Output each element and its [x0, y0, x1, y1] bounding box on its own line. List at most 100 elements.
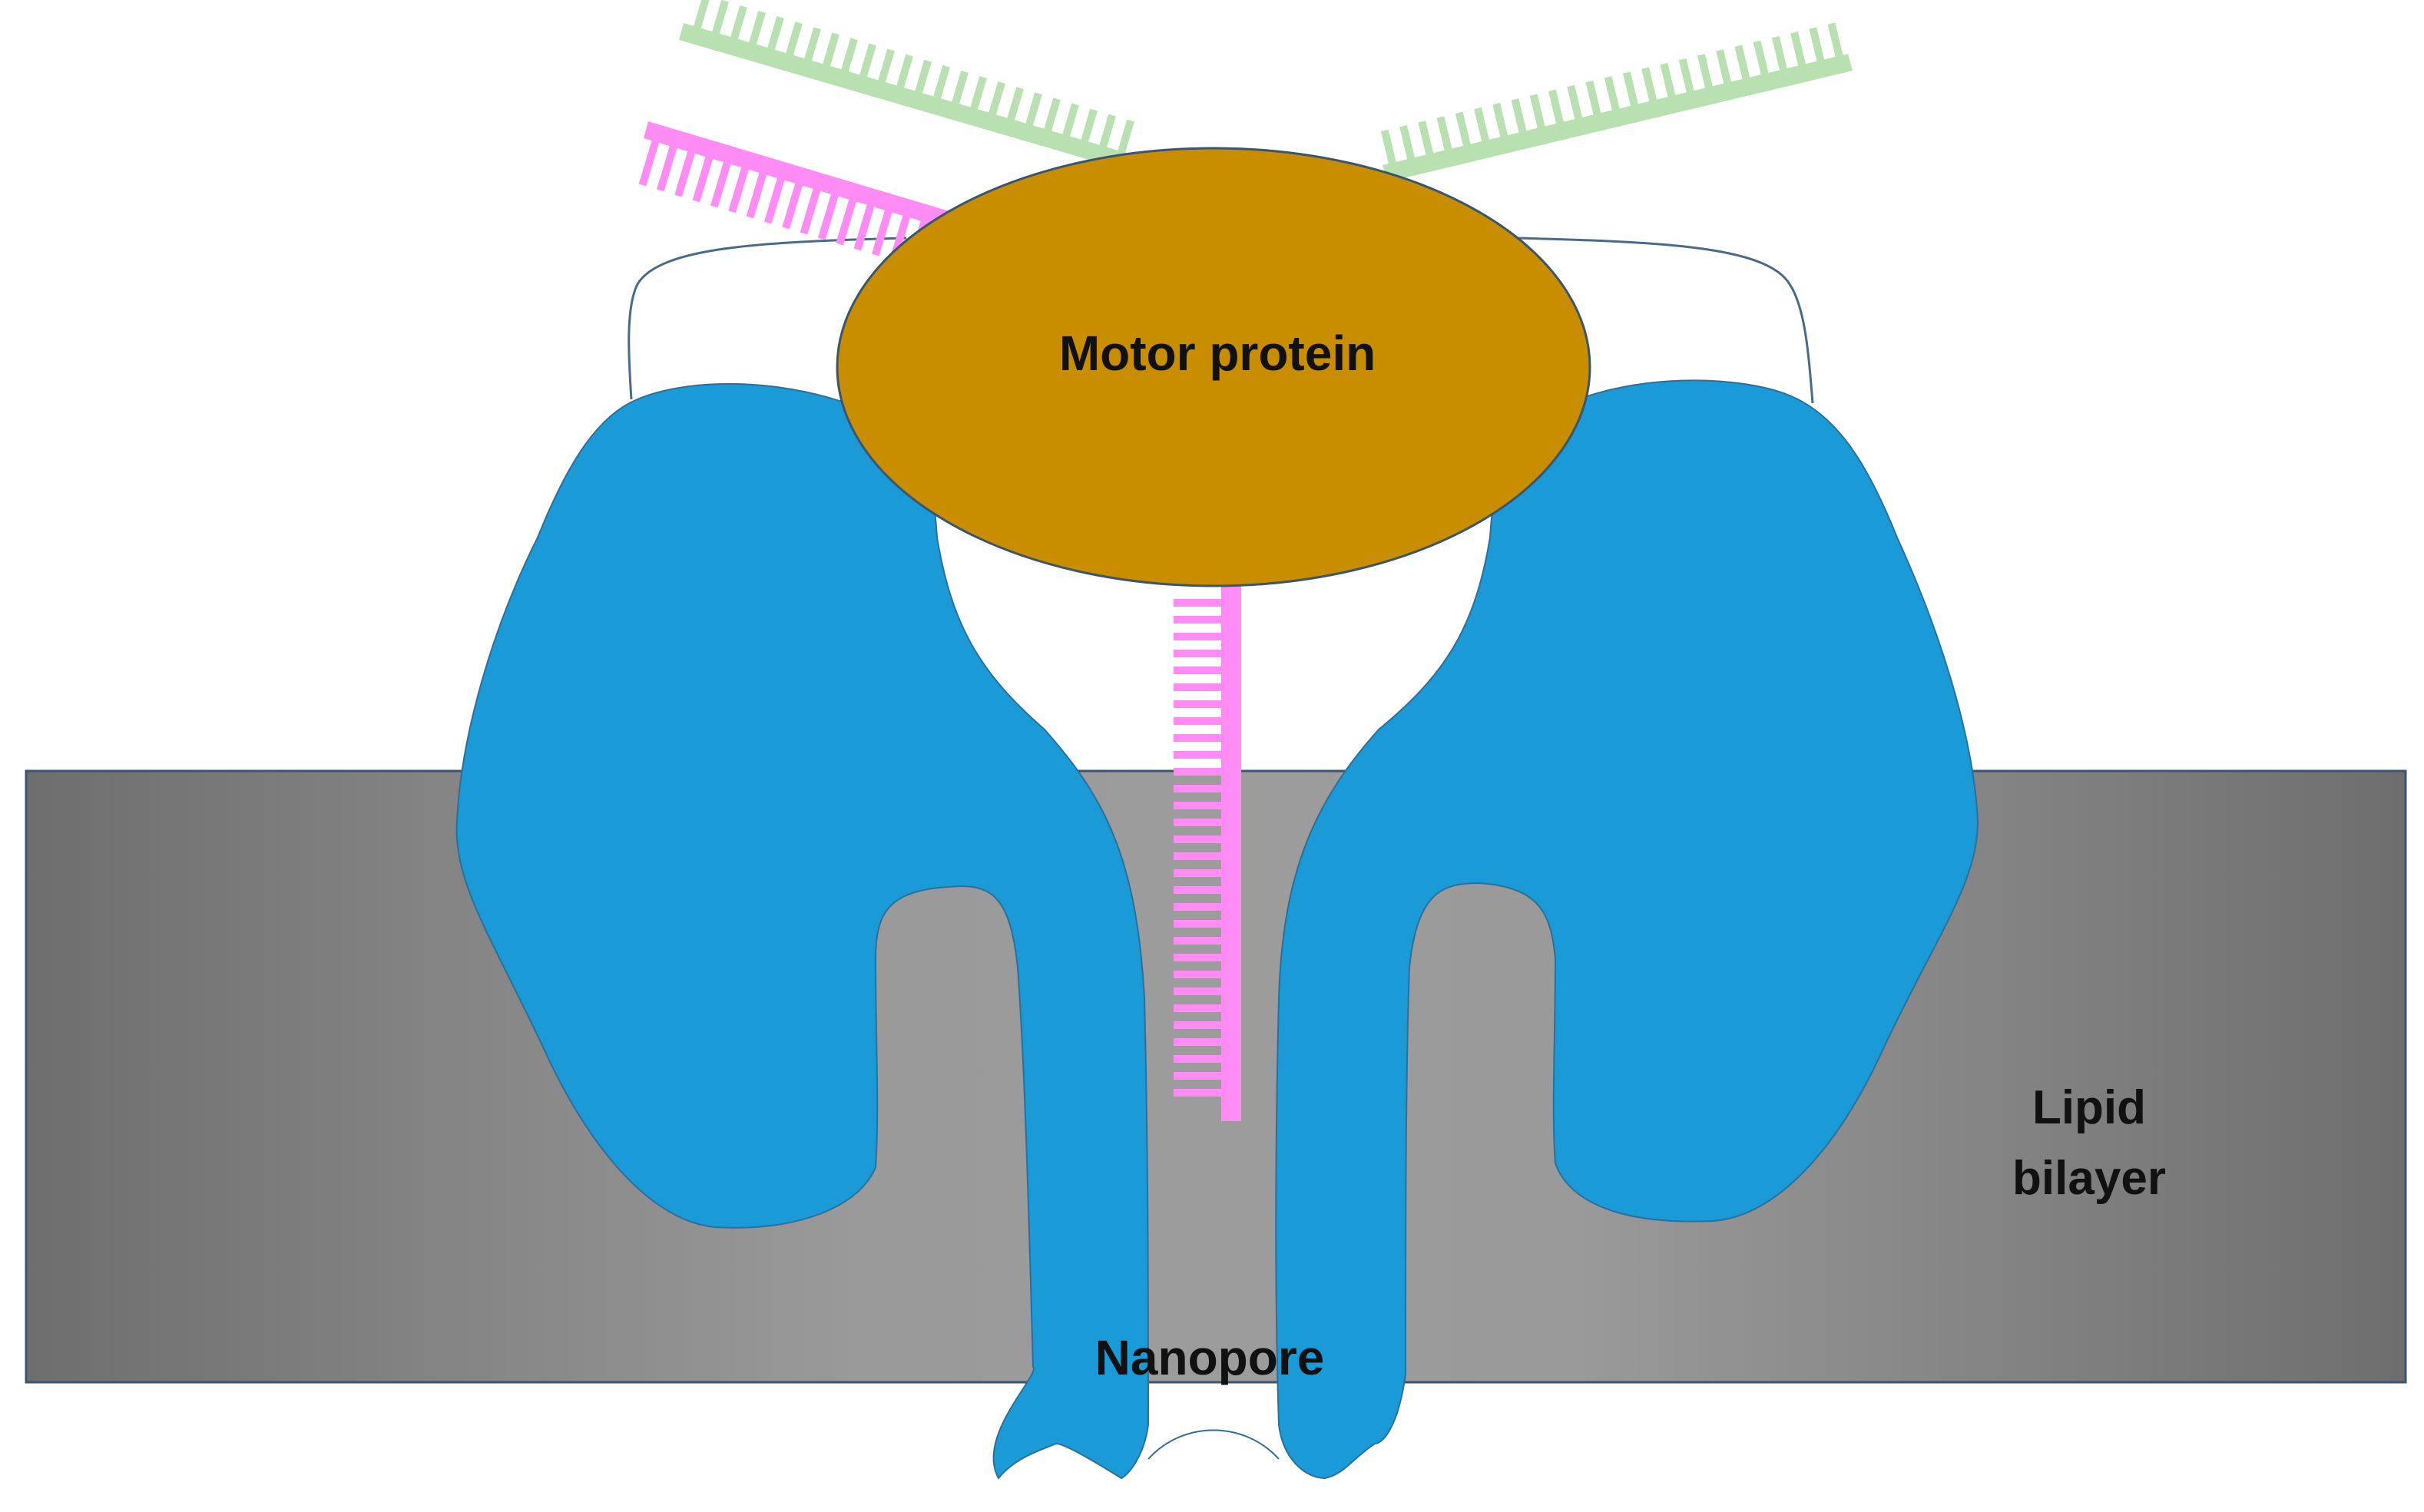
dna-base-tooth — [746, 172, 767, 219]
motor-protein-label: Motor protein — [1059, 326, 1376, 381]
dna-base-tooth — [1548, 89, 1568, 141]
dna-base-tooth — [1076, 108, 1098, 158]
dna-base-tooth — [800, 27, 821, 77]
dna-base-tooth — [1604, 76, 1624, 127]
dna-base-tooth — [1716, 49, 1736, 101]
motor-protein — [836, 147, 1591, 587]
dna-base-tooth — [1174, 1004, 1223, 1012]
dna-base-tooth — [1174, 751, 1223, 759]
dna-base-tooth — [1174, 937, 1223, 945]
dna-base-tooth — [763, 16, 784, 66]
dna-base-tooth — [984, 81, 1005, 131]
dna-base-tooth — [1660, 62, 1680, 114]
dna-base-tooth — [1697, 54, 1717, 105]
dna-base-tooth — [1174, 920, 1223, 928]
dna-base-tooth — [1174, 1055, 1223, 1063]
dna-base-tooth — [1174, 633, 1223, 640]
dna-base-tooth — [1174, 599, 1223, 607]
dna-base-tooth — [1174, 616, 1223, 624]
dna-base-tooth — [1529, 94, 1549, 145]
lipid-bilayer-label-line1: Lipid — [2032, 1081, 2146, 1134]
dna-base-tooth — [892, 54, 913, 104]
dna-base-tooth — [1174, 667, 1223, 674]
dna-base-tooth — [726, 5, 747, 55]
nanopore-left-half — [455, 382, 1150, 1480]
dna-base-tooth — [1094, 114, 1116, 164]
dna-base-tooth — [1771, 35, 1792, 88]
dna-base-tooth — [1174, 954, 1223, 961]
dna-base-tooth — [1174, 903, 1223, 911]
dna-base-tooth — [910, 59, 932, 109]
dna-base-tooth — [744, 10, 766, 61]
dna-base-tooth — [1021, 92, 1042, 142]
dna-base-tooth — [1174, 971, 1223, 978]
dna-base-tooth — [689, 0, 710, 44]
dna-base-tooth — [692, 156, 714, 203]
dna-base-tooth — [1174, 886, 1223, 894]
dna-base-tooth — [1174, 734, 1223, 742]
dna-base-tooth — [1827, 22, 1847, 74]
dna-base-tooth — [1174, 988, 1223, 995]
dna-base-tooth — [929, 65, 950, 115]
dna-base-tooth — [965, 75, 987, 126]
dna-base-tooth — [1174, 852, 1223, 860]
dna-base-tooth — [1567, 84, 1587, 137]
dna-base-tooth — [1039, 98, 1061, 147]
dna-base-tooth — [1058, 103, 1079, 153]
dna-strand-green-left — [679, 0, 1134, 170]
dna-base-tooth — [1399, 124, 1419, 177]
dna-base-tooth — [1734, 45, 1754, 97]
dna-base-tooth — [1174, 835, 1223, 843]
dna-base-tooth — [1678, 58, 1698, 110]
dna-base-tooth — [1174, 683, 1223, 691]
dna-strand-pink-left — [638, 121, 972, 278]
dna-base-tooth — [1380, 129, 1400, 181]
dna-base-tooth — [1492, 102, 1512, 154]
dna-base-tooth — [763, 177, 785, 224]
dna-base-tooth — [710, 161, 731, 208]
dna-base-tooth — [800, 188, 821, 235]
dna-base-tooth — [1002, 87, 1024, 137]
dna-base-tooth — [1809, 27, 1829, 78]
dna-base-tooth — [817, 194, 839, 240]
dna-base-tooth — [674, 151, 696, 197]
lipid-bilayer-label-line2: bilayer — [2012, 1152, 2166, 1205]
dna-base-tooth — [1174, 1089, 1223, 1097]
dna-base-tooth — [947, 70, 969, 121]
dna-base-tooth — [1174, 650, 1223, 657]
dna-base-tooth — [1585, 80, 1605, 132]
dna-base-tooth — [782, 183, 803, 230]
dna-strand-green-right — [1380, 22, 1853, 182]
dna-base-tooth — [818, 32, 839, 82]
dna-base-tooth — [1455, 111, 1475, 164]
dna-base-tooth — [1641, 67, 1661, 119]
dna-base-tooth — [728, 167, 750, 213]
dna-base-tooth — [1174, 1021, 1223, 1029]
nanopore-right-half — [1275, 379, 1979, 1480]
dna-base-tooth — [871, 210, 892, 256]
dna-base-tooth — [656, 145, 677, 192]
dna-base-tooth — [873, 48, 895, 98]
nanopore-channel-bottom — [1147, 1429, 1280, 1460]
dna-base-tooth — [1174, 768, 1223, 776]
dna-strand-pink-pore — [1174, 568, 1241, 1121]
dna-base-tooth — [1174, 869, 1223, 877]
tether-line-right — [1516, 237, 1814, 404]
dna-base-tooth — [1174, 1072, 1223, 1080]
dna-base-tooth — [1511, 98, 1531, 150]
dna-base-tooth — [855, 43, 876, 93]
tether-line-left — [628, 237, 907, 400]
dna-base-tooth — [781, 22, 803, 71]
dna-base-tooth — [1623, 71, 1643, 123]
dna-base-tooth — [836, 38, 858, 88]
dna-base-tooth — [1174, 700, 1223, 708]
dna-base-tooth — [1474, 107, 1494, 159]
dna-base-tooth — [1753, 40, 1773, 92]
dna-base-tooth — [1174, 819, 1223, 826]
dna-base-tooth — [1790, 31, 1810, 83]
dna-base-tooth — [1436, 116, 1456, 167]
dna-base-tooth — [1174, 785, 1223, 792]
dna-base-tooth — [1174, 802, 1223, 809]
dna-base-tooth — [1418, 121, 1438, 172]
